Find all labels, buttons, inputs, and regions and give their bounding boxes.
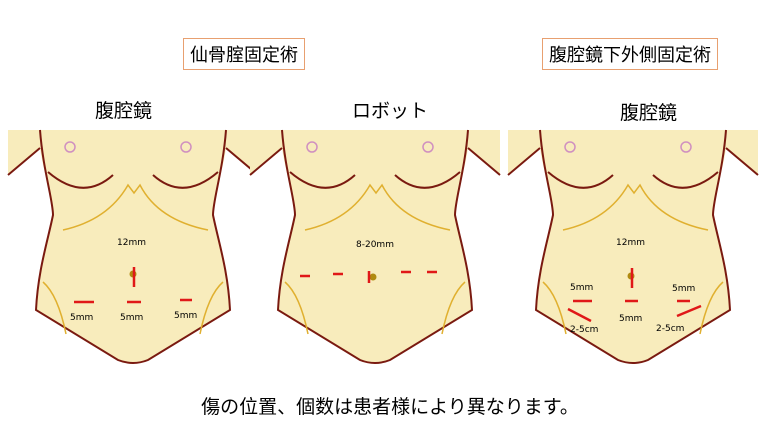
panel3-incisions (567, 268, 702, 323)
port-label-5mm: 5mm (619, 314, 643, 324)
port-label-5mm: 5mm (174, 311, 198, 321)
panel3-title: 腹腔鏡 (620, 102, 678, 124)
port-label-12mm: 12mm (616, 238, 645, 248)
port-label-5mm: 5mm (120, 313, 144, 323)
panel1-incisions (74, 267, 192, 304)
port-label-5mm: 5mm (672, 284, 696, 294)
header-lateral-suspension: 腹腔鏡下外側固定術 (542, 38, 718, 70)
port-label-2-5cm: 2-5cm (570, 325, 599, 335)
port-label-2-5cm: 2-5cm (656, 324, 685, 334)
port-label-5mm: 5mm (70, 313, 94, 323)
port-label-8-20mm: 8-20mm (356, 240, 394, 250)
port-label-12mm: 12mm (117, 238, 146, 248)
panel2-incisions (300, 270, 437, 283)
panel1-title: 腹腔鏡 (95, 100, 153, 122)
port-label-5mm: 5mm (570, 283, 594, 293)
header-sacrocolpopexy: 仙骨腟固定術 (183, 38, 305, 70)
panel2-title: ロボット (352, 100, 429, 122)
footnote: 傷の位置、個数は患者様により異なります。 (201, 396, 579, 418)
